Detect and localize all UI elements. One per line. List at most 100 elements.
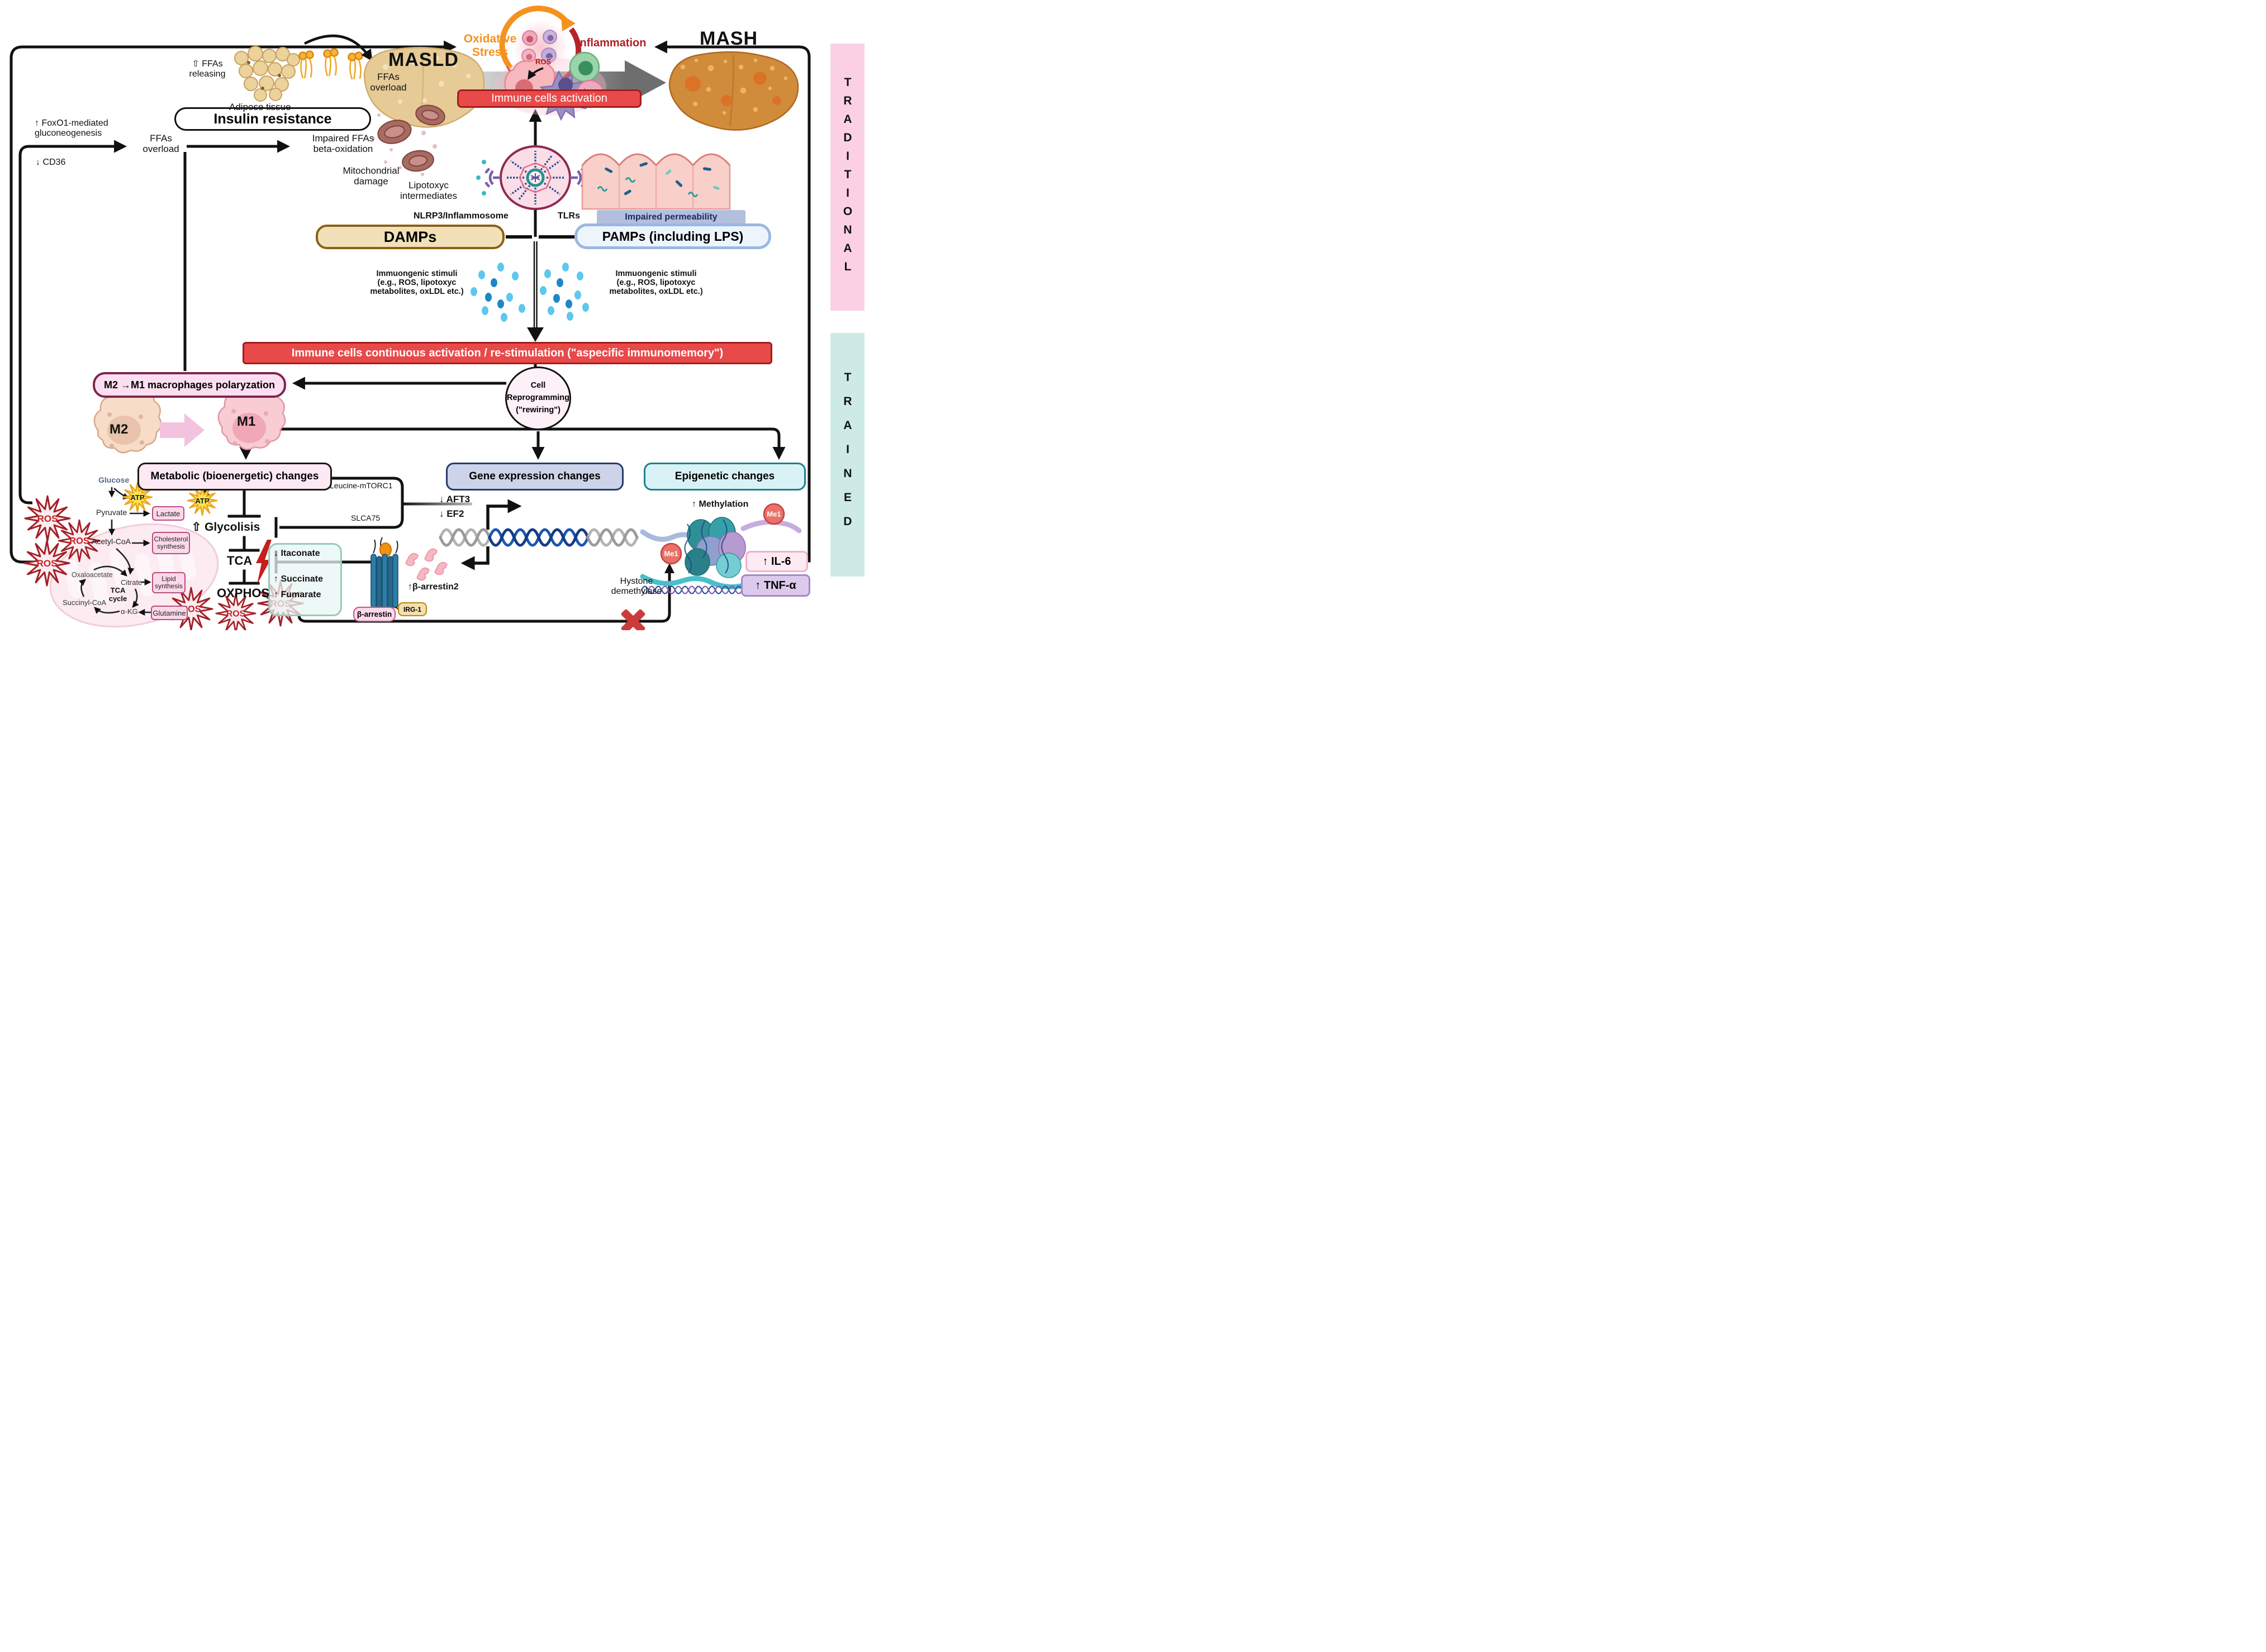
- citrate-label: Citrate: [121, 578, 142, 587]
- aft3-label: ↓ AFT3: [439, 494, 471, 504]
- diagram-artwork: ATP ATP: [9, 6, 811, 630]
- svg-text:ROS: ROS: [37, 558, 58, 569]
- damaged-mitochondria: [372, 104, 445, 176]
- line-metabolites-to-methylation: [297, 572, 671, 623]
- arrowhead-to-me1: [664, 563, 674, 573]
- impaired-ffas-label: Impaired FFAs beta-oxidation: [312, 133, 374, 155]
- tlrs-label: TLRs: [558, 211, 580, 221]
- svg-text:Me1: Me1: [767, 510, 781, 518]
- beta-arrestin2-label: ↑β-arrestin2: [408, 582, 459, 592]
- svg-text:Me1: Me1: [664, 550, 678, 558]
- fumarate-label: ↑ Fumarate: [274, 590, 321, 599]
- ros-small-label: ROS: [535, 58, 552, 66]
- gene-dna-helix: [439, 528, 639, 547]
- mito-damage-label: Mitochondrial damage: [343, 165, 400, 187]
- nlrp3-cell: [476, 145, 595, 210]
- branch-to-change-boxes: [239, 420, 786, 460]
- hystone-demethylase-label: Hystone demethylase: [611, 577, 662, 596]
- oxaloacetate-label: Oxaloacetate: [72, 571, 113, 579]
- tca-cycle-label: TCA cycle: [108, 586, 127, 603]
- figure-canvas: ATP ATP: [0, 0, 864, 630]
- loop-ros-to-ffas-overload: [18, 140, 127, 504]
- nucleosome-illustration: [640, 517, 802, 590]
- mash-title: MASH: [700, 28, 758, 49]
- lipotoxyc-label: Lipotoxyc intermediates: [400, 180, 458, 202]
- adipose-tissue-illustration: [234, 46, 300, 102]
- loop-ros-to-oxidative-stress: [9, 40, 457, 564]
- ffas-releasing-label: ⇧ FFAs releasing: [189, 59, 226, 79]
- polarization-arrow: [160, 413, 205, 447]
- glucose-label: Glucose: [98, 475, 130, 484]
- atp-star-1: ATP: [122, 482, 153, 513]
- damps-box: DAMPs: [316, 225, 505, 249]
- slca75-label: SLCA75: [351, 513, 381, 522]
- pamps-box: PAMPs (including LPS): [574, 223, 771, 249]
- leucine-mtorc1-label: Leucine-mTORC1: [330, 481, 393, 490]
- cell-reprogramming-ellipse: Cell Reprogramming ("rewiring"): [505, 366, 571, 430]
- masld-title: MASLD: [388, 49, 459, 70]
- me1-badge-right: Me1: [763, 503, 785, 525]
- arrow-adipose-to-liver: [303, 34, 373, 61]
- pyruvate-label: Pyruvate: [96, 508, 127, 517]
- tnfa-box: ↑ TNF-α: [741, 574, 810, 597]
- akg-label: α-KG: [121, 607, 138, 616]
- cholesterol-box: Cholesterol synthesis: [152, 532, 190, 554]
- foxo1-label: ↑ FoxO1-mediated gluconeogenesis: [35, 118, 108, 138]
- free-fatty-acids-icons: [298, 48, 363, 80]
- arrow-ros-to-cell: [528, 67, 544, 80]
- svg-text:ATP: ATP: [130, 493, 144, 502]
- stimuli-right-label: Immuongenic stimuli (e.g., ROS, lipotoxy…: [609, 269, 703, 297]
- cd36-label: ↓ CD36: [36, 158, 66, 167]
- line-cell-to-banner: [506, 208, 574, 331]
- m2m1-box: M2 →M1 macrophages polaryzation: [93, 372, 286, 398]
- lactate-box: Lactate: [152, 506, 184, 521]
- svg-text:ATP: ATP: [195, 497, 209, 505]
- m2-macrophage: [93, 388, 162, 454]
- atp-star-2: ATP: [187, 485, 218, 516]
- succinate-label: ↑ Succinate: [274, 574, 324, 584]
- tca-label: TCA: [227, 554, 253, 568]
- arrowhead-into-banner: [527, 327, 544, 342]
- immune-activation-box: Immune cells activation: [457, 89, 642, 108]
- promoter-arrows: [460, 499, 522, 570]
- ffas-overload-label: FFAs overload: [142, 133, 179, 155]
- nlrp3-label: NLRP3/Inflammosome: [414, 211, 509, 221]
- glutamine-box: Glutamine: [151, 606, 188, 620]
- svg-text:ROS: ROS: [226, 609, 245, 618]
- svg-text:ROS: ROS: [69, 536, 89, 546]
- gene-expression-box: Gene expression changes: [446, 463, 624, 491]
- traditional-band: TRADITIONAL: [830, 44, 864, 311]
- ef2-label: ↓ EF2: [439, 508, 464, 519]
- svg-text:ROS: ROS: [37, 513, 58, 524]
- beta-arrestin-box: β-arrestin: [353, 607, 396, 622]
- immunogenic-stimuli-dots: [471, 263, 589, 322]
- methylation-label: ↑ Methylation: [692, 499, 749, 509]
- liver-ffas-overload-label: FFAs overload: [370, 72, 407, 93]
- trained-band: TRAINED: [830, 333, 864, 577]
- lipid-synthesis-box: Lipid synthesis: [152, 572, 186, 593]
- continuous-activation-banner: Immune cells continuous activation / re-…: [243, 342, 772, 364]
- loop-il6-to-inflammation: [654, 40, 811, 563]
- metabolic-changes-box: Metabolic (bioenergetic) changes: [137, 463, 332, 491]
- permeability-band: Impaired permeability: [597, 210, 745, 225]
- m2-label: M2: [110, 422, 129, 437]
- il6-box: ↑ IL-6: [745, 551, 808, 572]
- stimuli-left-label: Immuongenic stimuli (e.g., ROS, lipotoxy…: [370, 269, 464, 297]
- irg1-box: IRG-1: [398, 602, 427, 616]
- beta-arrestin2-proteins: [405, 548, 448, 581]
- oxphos-label: OXPHOS: [217, 586, 270, 600]
- glycolisis-label: ⇧ Glycolisis: [191, 521, 260, 534]
- m1-macrophage: [217, 384, 286, 450]
- insulin-resistance-box: Insulin resistance: [174, 107, 371, 131]
- me1-badge-left: Me1: [660, 542, 682, 565]
- epigenetic-changes-box: Epigenetic changes: [644, 463, 806, 491]
- metabolites-box: [268, 543, 342, 616]
- tca-lightning-icon: [256, 540, 272, 584]
- mash-liver: [668, 51, 799, 131]
- demethylase-block-x-icon: [621, 609, 645, 630]
- itaconate-label: ↓ Itaconate: [274, 549, 320, 558]
- gut-barrier-illustration: [581, 153, 731, 210]
- succinyl-coa-label: Succinyl-CoA: [63, 598, 107, 607]
- inflammation-label: Inflammation: [577, 37, 647, 49]
- m1-label: M1: [237, 414, 256, 429]
